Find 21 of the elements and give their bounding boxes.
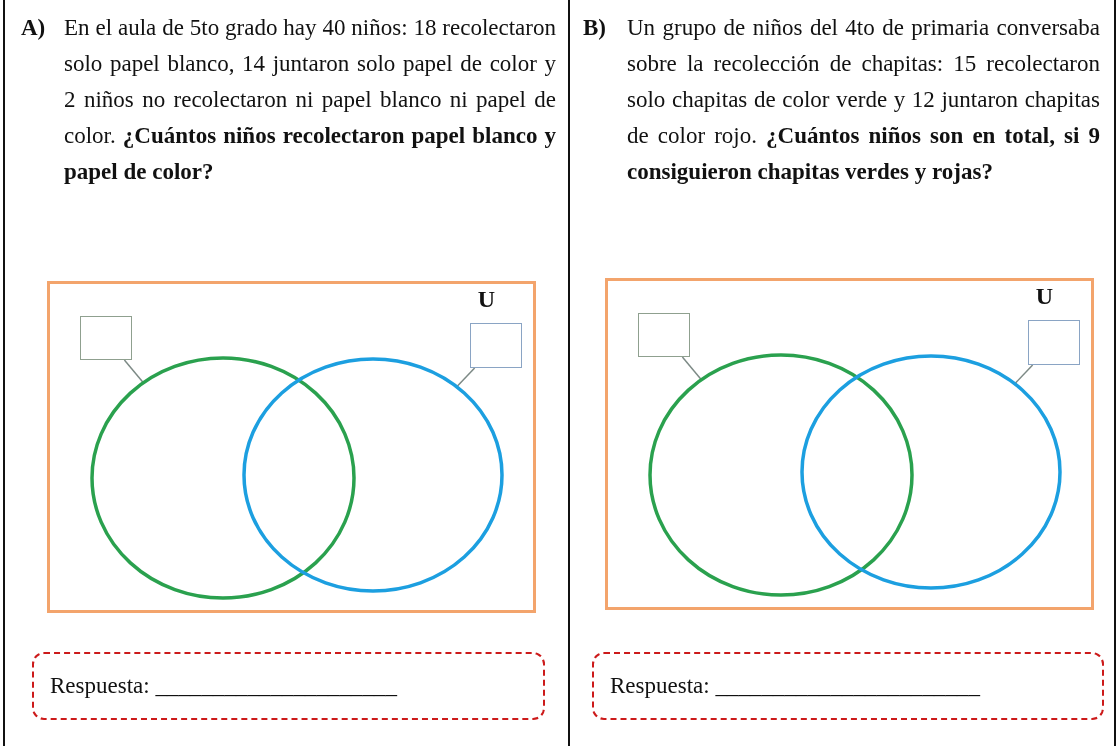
venn-diagram-frame — [47, 281, 536, 613]
answer-prompt: Respuesta: _____________________ — [50, 673, 397, 699]
problem-letter: B) — [583, 14, 606, 42]
problem-statement: Un grupo de niños del 4to de primaria conversaba sobre la recolección de chapitas: 15 recolectaron solo chapitas de color verde y 12 juntaron chapitas de color rojo. ¿Cuántos niños son en total, si 9 consiguieron chapitas verdes y rojas? — [627, 14, 1100, 186]
set-label-box — [1028, 320, 1080, 365]
answer-box — [32, 652, 545, 720]
problem-statement: En el aula de 5to grado hay 40 niños: 18 recolectaron solo papel blanco, 14 juntaron solo papel de color y 2 niños no recolectaron ni papel blanco ni papel de color. ¿Cuántos niños recolectaron papel blanco y papel de color? — [64, 14, 556, 186]
leader-line — [1014, 364, 1034, 385]
problem-panel — [3, 0, 570, 746]
set-label-box — [470, 323, 522, 368]
answer-prompt: Respuesta: _______________________ — [610, 673, 980, 699]
answer-box — [592, 652, 1104, 720]
set-label-box — [80, 316, 132, 360]
universal-set-label: U — [1035, 283, 1053, 310]
set-label-box — [638, 313, 690, 357]
leader-line — [456, 367, 476, 388]
venn-diagram-frame — [605, 278, 1094, 610]
universal-set-label: U — [477, 286, 495, 313]
leader-line — [123, 359, 145, 384]
problem-letter: A) — [21, 14, 46, 42]
leader-line — [681, 356, 703, 381]
